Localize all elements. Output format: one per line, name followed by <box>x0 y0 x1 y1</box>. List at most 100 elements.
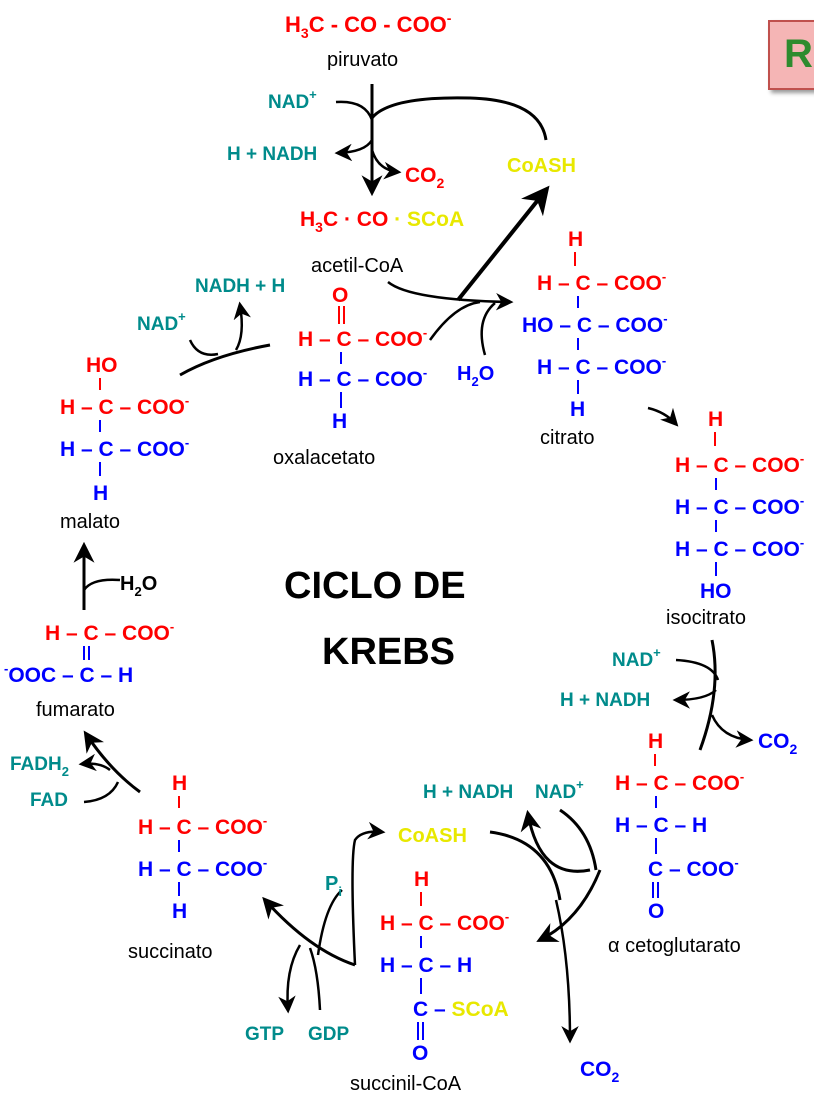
svg-text:H: H <box>172 900 187 923</box>
svg-text:H: H <box>414 868 429 891</box>
arrow-co2-right <box>710 714 754 748</box>
citrato-structure: H H – C – COO- HO – C – COO- H – C – COO… <box>522 228 668 421</box>
arrow-nadh-right-out <box>672 689 717 709</box>
arrow-co2-bottom <box>554 899 579 1044</box>
arrow-h2o-join <box>480 302 496 356</box>
pi-label: Pi <box>325 873 342 899</box>
svg-text:O: O <box>648 900 664 923</box>
succinilcoa-label: succinil-CoA <box>350 1073 462 1095</box>
nad-label-top: NAD+ <box>268 87 317 113</box>
svg-text:H – C – COO-: H – C – COO- <box>675 451 804 477</box>
svg-text:H – C – COO-: H – C – COO- <box>60 435 189 461</box>
acetilcoa-formula: H3C · CO · SCoA <box>300 208 464 235</box>
piruvato-group: H3C - CO - COO- <box>285 10 452 41</box>
svg-text:H: H <box>93 482 108 505</box>
arrow-gdp-in <box>308 947 322 1011</box>
gdp-label: GDP <box>308 1024 350 1045</box>
nadh-label-bottom: H + NADH <box>423 782 513 803</box>
svg-text:H – C – COO-: H – C – COO- <box>537 353 666 379</box>
malato-structure: HO H – C – COO- H – C – COO- H <box>60 354 189 505</box>
isocitrato-label: isocitrato <box>666 607 746 629</box>
svg-text:C – SCoA: C – SCoA <box>413 998 509 1021</box>
arrow-nad-in <box>335 100 374 121</box>
arrow-pi-in <box>316 889 343 956</box>
arrow-ceto-succinil <box>536 869 602 942</box>
svg-text:O: O <box>412 1042 428 1065</box>
fumarato-structure: H – C – COO- -OOC – C – H <box>4 619 174 687</box>
svg-text:H – C – H: H – C – H <box>615 814 707 837</box>
arrow-co2-top <box>370 149 402 180</box>
h2o-malato: H2O <box>120 573 157 599</box>
svg-text:HO – C – COO-: HO – C – COO- <box>522 311 668 337</box>
co2-bottom: CO2 <box>580 1058 620 1085</box>
gtp-label: GTP <box>245 1024 284 1045</box>
arrow-coash-loop <box>370 96 548 141</box>
fadh2-label: FADH2 <box>10 754 69 779</box>
coash-bottom: CoASH <box>398 825 467 847</box>
arrow-gtp-out <box>278 944 302 1014</box>
arrow-acetil-citrato <box>387 281 514 311</box>
cycle-title-line1: CICLO DE <box>284 565 466 607</box>
svg-text:H – C – COO-: H – C – COO- <box>675 535 804 561</box>
svg-text:H – C – COO-: H – C – COO- <box>60 393 189 419</box>
svg-text:O: O <box>332 284 348 307</box>
svg-text:H: H <box>568 228 583 251</box>
cycle-title-line2: KREBS <box>322 631 455 673</box>
arrow-coash-bottom-in <box>489 830 562 901</box>
svg-text:H: H <box>332 410 347 433</box>
svg-text:H: H <box>648 730 663 753</box>
arrow-nadh-bottom-out <box>520 809 591 873</box>
arrow-nadh-left-out <box>233 301 251 351</box>
succinilcoa-structure: H H – C – COO- H – C – H C – SCoA O <box>380 868 509 1065</box>
h2o-citrato: H2O <box>457 363 494 389</box>
succinato-label: succinato <box>128 941 213 963</box>
piruvato-formula: H3C - CO - COO- <box>285 10 452 41</box>
acetilcoa-label: acetil-CoA <box>311 255 404 277</box>
arrow-succinil-succinato <box>262 896 356 967</box>
svg-text:H: H <box>172 772 187 795</box>
svg-text:H – C – H: H – C – H <box>380 954 472 977</box>
fumarato-label: fumarato <box>36 699 115 721</box>
svg-text:HO: HO <box>700 580 732 603</box>
svg-text:H – C – COO-: H – C – COO- <box>138 813 267 839</box>
co2-right: CO2 <box>758 730 798 757</box>
malato-label: malato <box>60 511 120 533</box>
badge-letter: R <box>784 32 813 76</box>
oxalacetato-label: oxalacetato <box>273 447 375 469</box>
arrow-succinato-fumarato <box>83 730 141 794</box>
corner-badge: R <box>768 20 814 90</box>
nadh-label-top: H + NADH <box>227 144 317 165</box>
arrow-coash-release <box>456 185 550 302</box>
svg-text:H: H <box>570 398 585 421</box>
arrow-fadh2-out <box>78 753 111 772</box>
nad-label-bottom: NAD+ <box>535 777 584 803</box>
svg-text:H – C – COO-: H – C – COO- <box>138 855 267 881</box>
svg-text:H – C – COO-: H – C – COO- <box>537 269 666 295</box>
citrato-label: citrato <box>540 427 594 449</box>
succinato-structure: H H – C – COO- H – C – COO- H <box>138 772 267 923</box>
svg-text:C – COO-: C – COO- <box>648 855 739 881</box>
oxalacetato-structure: O H – C – COO- H – C – COO- H <box>298 284 427 433</box>
co2-top: CO2 <box>405 164 445 191</box>
svg-text:H – C – COO-: H – C – COO- <box>615 769 744 795</box>
arrow-malato-oxal <box>179 343 271 377</box>
nad-label-left: NAD+ <box>137 309 186 335</box>
svg-text:H – C – COO-: H – C – COO- <box>45 619 174 645</box>
nad-label-right: NAD+ <box>612 645 661 671</box>
arrow-oxal-join <box>428 300 481 341</box>
cetoglutarato-label: α cetoglutarato <box>608 935 741 957</box>
svg-text:H – C – COO-: H – C – COO- <box>675 493 804 519</box>
svg-text:H: H <box>708 408 723 431</box>
svg-text:HO: HO <box>86 354 118 377</box>
arrow-nad-left-in <box>188 339 219 356</box>
svg-text:-OOC – C – H: -OOC – C – H <box>4 661 133 687</box>
nadh-h-label: NADH + H <box>195 276 285 297</box>
arrow-nadh-out <box>334 139 374 162</box>
svg-text:H – C – COO-: H – C – COO- <box>380 909 509 935</box>
cetoglutarato-structure: H H – C – COO- H – C – H C – COO- O <box>615 730 744 923</box>
svg-text:H – C – COO-: H – C – COO- <box>298 325 427 351</box>
fad-label: FAD <box>30 790 68 811</box>
coash-top: CoASH <box>507 155 576 177</box>
piruvato-label: piruvato <box>327 49 398 71</box>
